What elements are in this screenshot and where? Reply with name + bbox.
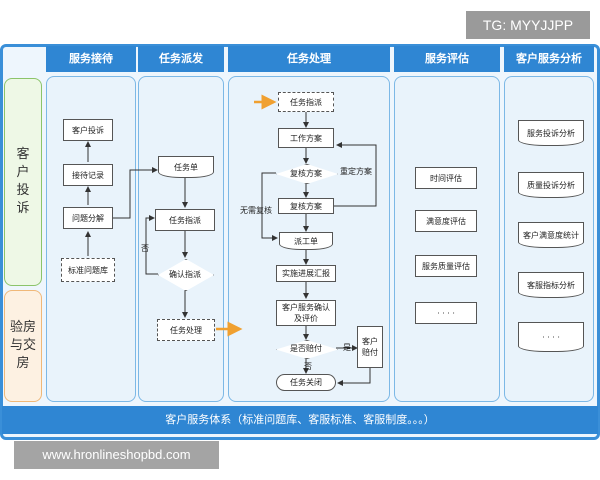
node-reception-record: 接待记录 bbox=[63, 164, 113, 186]
label-no: 否 bbox=[304, 362, 312, 371]
node-quality-complaint-analysis: 质量投诉分析 bbox=[518, 172, 584, 198]
node-standard-library: 标准问题库 bbox=[61, 258, 115, 282]
watermark-bottom: www.hronlineshopbd.com bbox=[14, 441, 219, 469]
node-kpi-analysis: 客服指标分析 bbox=[518, 272, 584, 298]
node-task-process: 任务处理 bbox=[157, 319, 215, 341]
side-lane-house: 验房与交房 bbox=[4, 290, 42, 402]
node-dispatch-assign: 任务指派 bbox=[155, 209, 215, 231]
node-work-plan: 工作方案 bbox=[278, 128, 334, 148]
node-review-plan: 复核方案 bbox=[278, 198, 334, 214]
label-revise-plan: 重定方案 bbox=[340, 167, 372, 176]
label-dispatch-no: 否 bbox=[141, 244, 149, 253]
side-lane-complaint: 客户投诉 bbox=[4, 78, 42, 286]
lane-dispatch bbox=[138, 76, 224, 402]
node-confirm-assign: 确认指派 bbox=[158, 259, 214, 291]
header-dispatch: 任务派发 bbox=[138, 46, 224, 72]
label-yes: 是 bbox=[343, 343, 351, 352]
node-satisfaction-eval: 满意度评估 bbox=[415, 210, 477, 232]
header-evaluation: 服务评估 bbox=[394, 46, 500, 72]
node-progress-report: 实施进展汇报 bbox=[276, 265, 336, 282]
node-compensate-decision: 是否赔付 bbox=[276, 340, 338, 359]
node-confirm-evaluate: 客户服务确认及评价 bbox=[276, 300, 336, 326]
footer-system: 客户服务体系（标准问题库、客服标准、客服制度。。。） bbox=[2, 406, 598, 434]
watermark-top: TG: MYYJJPP bbox=[466, 11, 590, 39]
node-review-plan-decision: 复核方案 bbox=[276, 164, 338, 184]
header-handling: 任务处理 bbox=[228, 46, 390, 72]
node-service-complaint-analysis: 服务投诉分析 bbox=[518, 120, 584, 146]
node-quality-eval: 服务质量评估 bbox=[415, 255, 477, 277]
header-reception: 服务接待 bbox=[46, 46, 136, 72]
node-customer-compensation: 客户赔付 bbox=[357, 326, 383, 368]
node-eval-more: · · · · bbox=[415, 302, 477, 324]
node-task-close: 任务关闭 bbox=[276, 374, 336, 391]
label-no-review: 无需复核 bbox=[240, 206, 272, 215]
node-handling-assign: 任务指派 bbox=[278, 92, 334, 112]
node-problem-decompose: 问题分解 bbox=[63, 207, 113, 229]
header-analysis: 客户服务分析 bbox=[504, 46, 594, 72]
node-task-list: 任务单 bbox=[158, 156, 214, 178]
node-customer-complaint: 客户投诉 bbox=[63, 119, 113, 141]
node-satisfaction-stats: 客户满意度统计 bbox=[518, 222, 584, 248]
node-work-order: 派工单 bbox=[279, 232, 333, 250]
node-time-eval: 时间评估 bbox=[415, 167, 477, 189]
node-analysis-more: · · · · bbox=[518, 322, 584, 352]
lane-evaluation bbox=[394, 76, 500, 402]
